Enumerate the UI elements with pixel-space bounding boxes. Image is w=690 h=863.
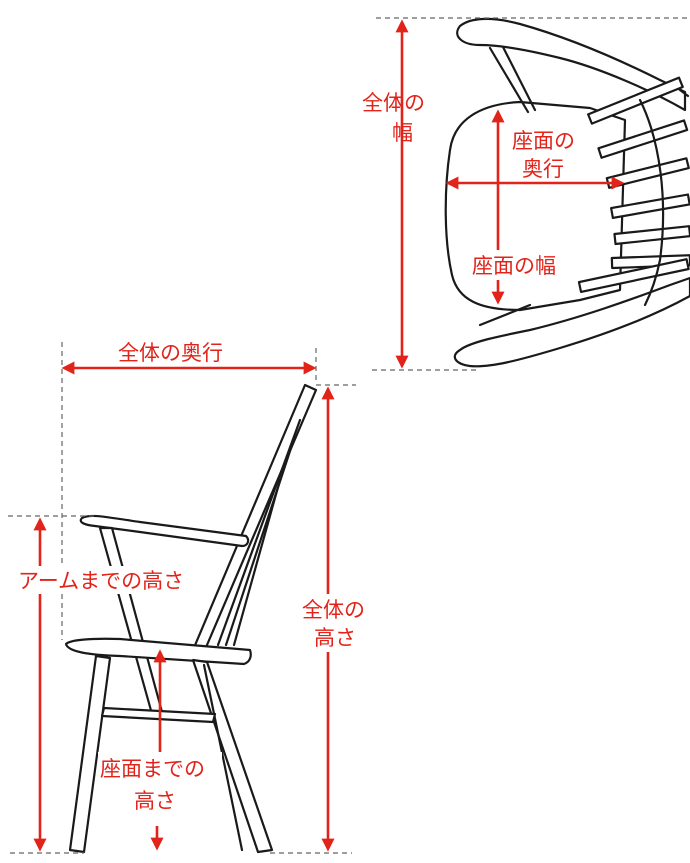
side-arm-rest <box>79 514 250 548</box>
top-arm-lower <box>453 276 690 368</box>
top-view-chair <box>444 17 690 368</box>
label-seat-depth-1: 座面の <box>512 129 575 153</box>
side-seat <box>64 637 252 666</box>
side-spindle-3 <box>232 478 282 647</box>
side-arm-post <box>98 526 164 716</box>
label-overall-depth: 全体の奥行 <box>118 341 223 365</box>
top-arm-post-upper-2 <box>501 45 537 112</box>
side-front-leg <box>68 654 112 854</box>
label-seat-height-1: 座面までの <box>100 757 205 781</box>
label-seat-depth-2: 奥行 <box>522 157 564 181</box>
side-spindle-1 <box>216 418 302 647</box>
label-arm-height: アームまでの高さ <box>18 569 184 593</box>
label-overall-width-2: 幅 <box>392 121 413 145</box>
overall-depth-label-bg <box>114 340 246 366</box>
label-seat-height-2: 高さ <box>134 789 176 813</box>
side-spindle-2 <box>224 443 294 647</box>
top-arm-post-lower <box>478 303 532 327</box>
overall-height-label-bg <box>300 594 370 652</box>
label-overall-height-2: 高さ <box>314 626 356 650</box>
seat-width-label-bg <box>470 250 550 280</box>
label-overall-width-1: 全体の <box>362 91 425 115</box>
seat-height-label-bg <box>98 752 222 814</box>
arm-height-label-bg <box>16 566 212 594</box>
side-back-leg-2 <box>202 663 244 852</box>
side-stretcher <box>100 706 217 724</box>
label-seat-width: 座面の幅 <box>472 254 556 278</box>
top-arm-post-upper <box>488 46 530 114</box>
label-overall-height-1: 全体の <box>302 598 365 622</box>
